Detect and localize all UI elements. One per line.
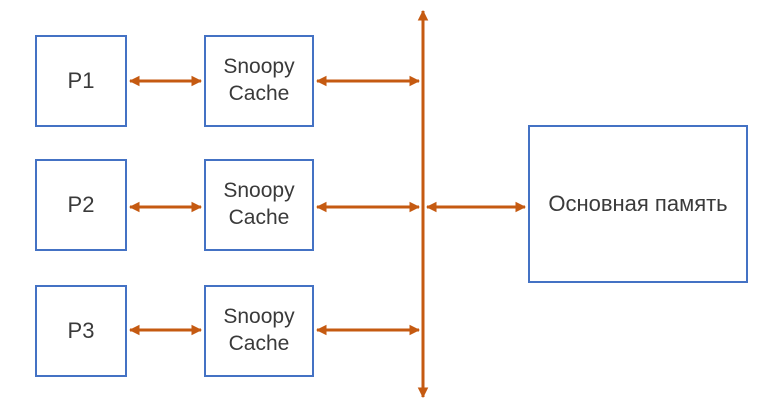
cache-box-2: Snoopy Cache [204, 159, 314, 251]
processor-label: P2 [67, 192, 95, 217]
processor-box-p3: P3 [35, 285, 127, 377]
cache-label: Snoopy Cache [223, 179, 295, 229]
processor-label: P1 [67, 68, 95, 93]
cache-box-1: Snoopy Cache [204, 35, 314, 127]
processor-label: P3 [67, 318, 95, 343]
processor-box-p2: P2 [35, 159, 127, 251]
main-memory-label: Основная память [548, 191, 728, 216]
main-memory-box: Основная память [528, 125, 748, 283]
processor-box-p1: P1 [35, 35, 127, 127]
cache-box-3: Snoopy Cache [204, 285, 314, 377]
cache-label: Snoopy Cache [223, 305, 295, 355]
cache-label: Snoopy Cache [223, 55, 295, 105]
